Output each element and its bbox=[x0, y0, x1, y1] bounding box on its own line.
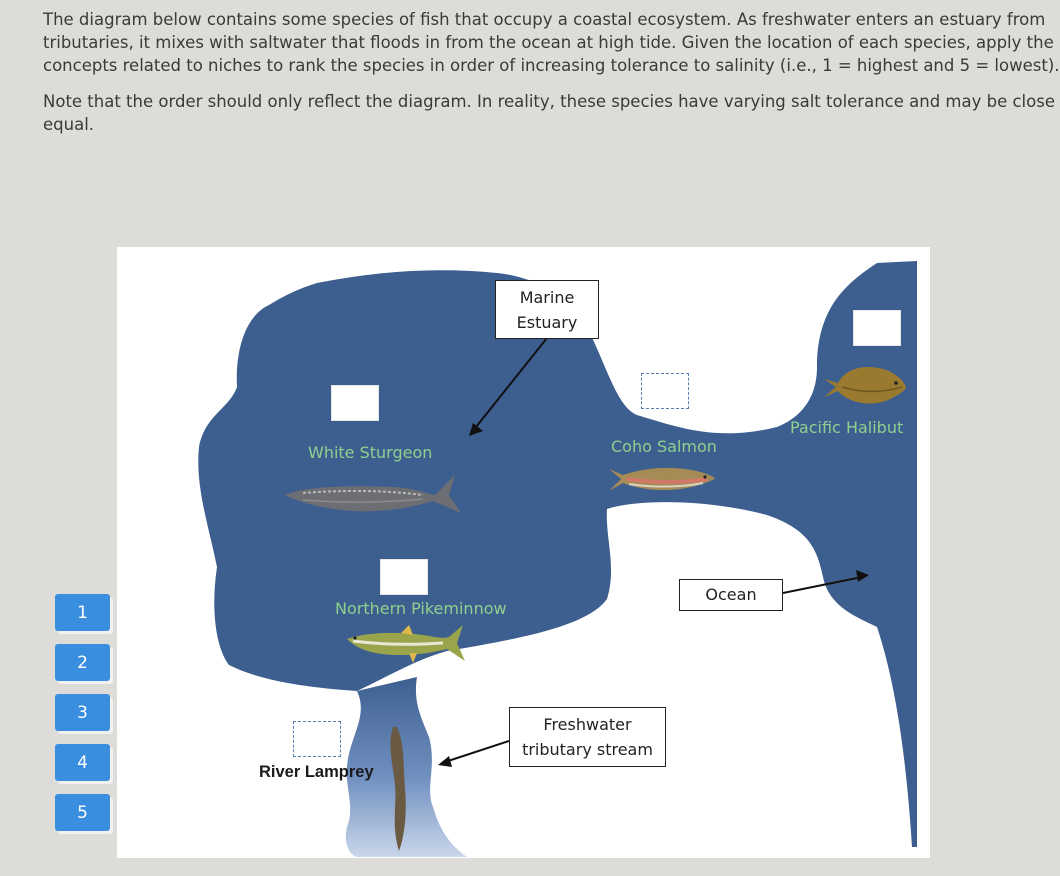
ecosystem-diagram: White Sturgeon Coho Salmon Pacific Halib… bbox=[117, 247, 930, 858]
rank-chip-5[interactable]: 5 bbox=[55, 794, 110, 831]
species-label-pacific-halibut: Pacific Halibut bbox=[790, 418, 904, 437]
species-label-river-lamprey: River Lamprey bbox=[259, 763, 374, 781]
marine-estuary-arrow bbox=[471, 337, 548, 433]
ocean-arrowhead bbox=[856, 570, 869, 582]
callout-marine-estuary-line2: Estuary bbox=[516, 313, 578, 332]
rank-chip-4[interactable]: 4 bbox=[55, 744, 110, 781]
question-line: tributaries, it mixes with saltwater tha… bbox=[43, 33, 1054, 52]
question-line: concepts related to niches to rank the s… bbox=[43, 56, 1060, 75]
callout-ocean-label: Ocean bbox=[705, 585, 757, 604]
question-note: Note that the order should only reflect … bbox=[43, 90, 1055, 136]
callout-marine-estuary-line1: Marine bbox=[519, 288, 575, 307]
freshwater-arrowhead bbox=[438, 756, 452, 767]
callout-freshwater-line2: tributary stream bbox=[522, 740, 653, 759]
rank-chip-3[interactable]: 3 bbox=[55, 694, 110, 731]
drop-zone-coho-salmon[interactable] bbox=[641, 373, 689, 409]
callout-freshwater-line1: Freshwater bbox=[543, 715, 632, 734]
river-lamprey-icon bbox=[390, 727, 406, 851]
question-paragraph: The diagram below contains some species … bbox=[43, 8, 1060, 77]
callout-freshwater: Freshwater tributary stream bbox=[509, 707, 666, 767]
question-text: The diagram below contains some species … bbox=[43, 8, 1060, 136]
callout-ocean: Ocean bbox=[679, 579, 783, 611]
drop-zone-pacific-halibut[interactable] bbox=[853, 310, 901, 346]
species-label-white-sturgeon: White Sturgeon bbox=[308, 443, 433, 462]
northern-pikeminnow-icon bbox=[347, 625, 465, 663]
pacific-halibut-icon bbox=[824, 367, 906, 404]
white-sturgeon-icon bbox=[285, 475, 461, 513]
drop-zone-river-lamprey[interactable] bbox=[293, 721, 341, 757]
marine-estuary-arrowhead bbox=[469, 423, 483, 436]
species-label-northern-pikeminnow: Northern Pikeminnow bbox=[335, 599, 507, 618]
tributary-stream bbox=[345, 677, 467, 857]
drop-zone-northern-pikeminnow[interactable] bbox=[380, 559, 428, 595]
ocean-arrow bbox=[782, 576, 863, 594]
freshwater-arrow bbox=[444, 740, 510, 763]
rank-chip-2[interactable]: 2 bbox=[55, 644, 110, 681]
question-note-line: Note that the order should only reflect … bbox=[43, 92, 1055, 111]
callout-marine-estuary: Marine Estuary bbox=[495, 280, 599, 339]
species-label-coho-salmon: Coho Salmon bbox=[611, 437, 717, 456]
question-line: The diagram below contains some species … bbox=[43, 10, 1046, 29]
coho-salmon-icon bbox=[609, 467, 715, 491]
drop-zone-white-sturgeon[interactable] bbox=[331, 385, 379, 421]
question-note-line: equal. bbox=[43, 115, 95, 134]
rank-chip-1[interactable]: 1 bbox=[55, 594, 110, 631]
